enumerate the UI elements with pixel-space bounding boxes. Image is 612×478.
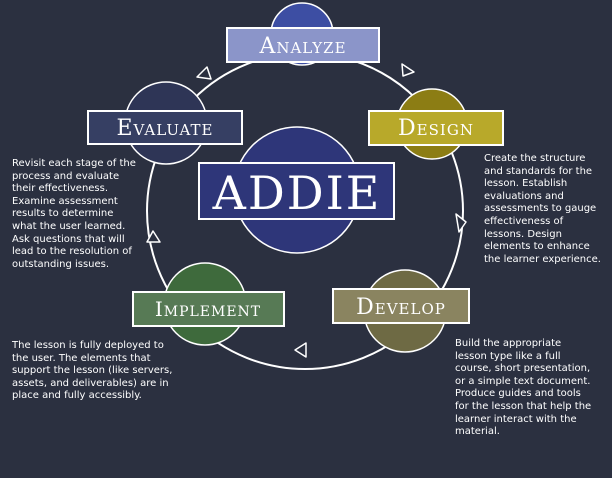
analyze-label: Analyze: [258, 34, 346, 59]
design-desc-line: Create the structure: [484, 153, 586, 164]
develop-desc-line: course, short presentation,: [455, 363, 591, 375]
design-label: Design: [398, 116, 474, 141]
evaluate-desc-line: process and evaluate: [12, 170, 120, 182]
evaluate-label: Evaluate: [117, 116, 214, 141]
addie-box: [198, 162, 395, 220]
design-desc-line: effectiveness of: [484, 215, 564, 227]
develop-box: [332, 288, 470, 324]
develop-label: Develop: [356, 295, 446, 320]
implement-desc-line: place and fully accessibly.: [12, 390, 142, 402]
evaluate-desc-line: Revisit each stage of the: [12, 158, 136, 169]
develop-desc-line: material.: [455, 426, 500, 438]
design-desc-line: lessons. Design: [484, 228, 562, 240]
implement-description: The lesson is fully deployed to the user…: [12, 340, 172, 403]
implement-desc-line: The lesson is fully deployed to: [12, 340, 164, 351]
develop-desc-line: for the lesson that help the: [455, 400, 592, 412]
design-desc-line: and standards for the: [484, 165, 593, 177]
design-desc-line: assessments to gauge: [484, 203, 597, 215]
arrow-design-to-develop: [455, 213, 467, 233]
implement-desc-line: support the lesson (like servers,: [12, 365, 173, 377]
design-box: [368, 110, 504, 146]
evaluate-box: [87, 110, 243, 145]
develop-desc-line: learner interact with the: [455, 413, 577, 425]
evaluate-description: Revisit each stage of the process and ev…: [12, 158, 136, 271]
evaluate-desc-line: what the user learned.: [12, 220, 126, 232]
develop-desc-line: Build the appropriate: [455, 338, 562, 349]
design-desc-line: the learner experience.: [484, 253, 601, 265]
arrow-implement-to-evaluate: [146, 230, 161, 243]
implement-desc-line: the user. The elements that: [12, 352, 151, 364]
implement-desc-line: assets, and deliverables) are in: [12, 377, 169, 389]
develop-description: Build the appropriate lesson type like a…: [455, 338, 591, 439]
evaluate-desc-line: Examine assessment: [12, 195, 118, 207]
develop-desc-line: lesson type like a full: [455, 350, 561, 362]
design-desc-line: lesson. Establish: [484, 178, 568, 190]
develop-desc-line: Produce guides and tools: [455, 388, 581, 400]
design-description: Create the structure and standards for t…: [484, 153, 601, 266]
design-desc-line: evaluations and: [484, 190, 564, 202]
evaluate-desc-line: their effectiveness.: [12, 183, 109, 195]
arrow-develop-to-implement: [294, 342, 307, 358]
addie-label: ADDIE: [212, 166, 382, 220]
arrow-analyze-to-design: [401, 63, 415, 77]
evaluate-desc-line: outstanding issues.: [12, 258, 110, 270]
evaluate-desc-line: lead to the resolution of: [12, 246, 132, 258]
analyze-box: [226, 27, 380, 63]
implement-label: Implement: [155, 297, 261, 321]
evaluate-desc-line: Ask questions that will: [12, 233, 125, 245]
implement-box: [132, 291, 285, 327]
design-desc-line: elements to enhance: [484, 241, 590, 253]
develop-desc-line: or a simple text document.: [455, 375, 591, 387]
evaluate-desc-line: results to determine: [12, 208, 114, 220]
arrow-evaluate-to-analyze: [196, 66, 212, 80]
